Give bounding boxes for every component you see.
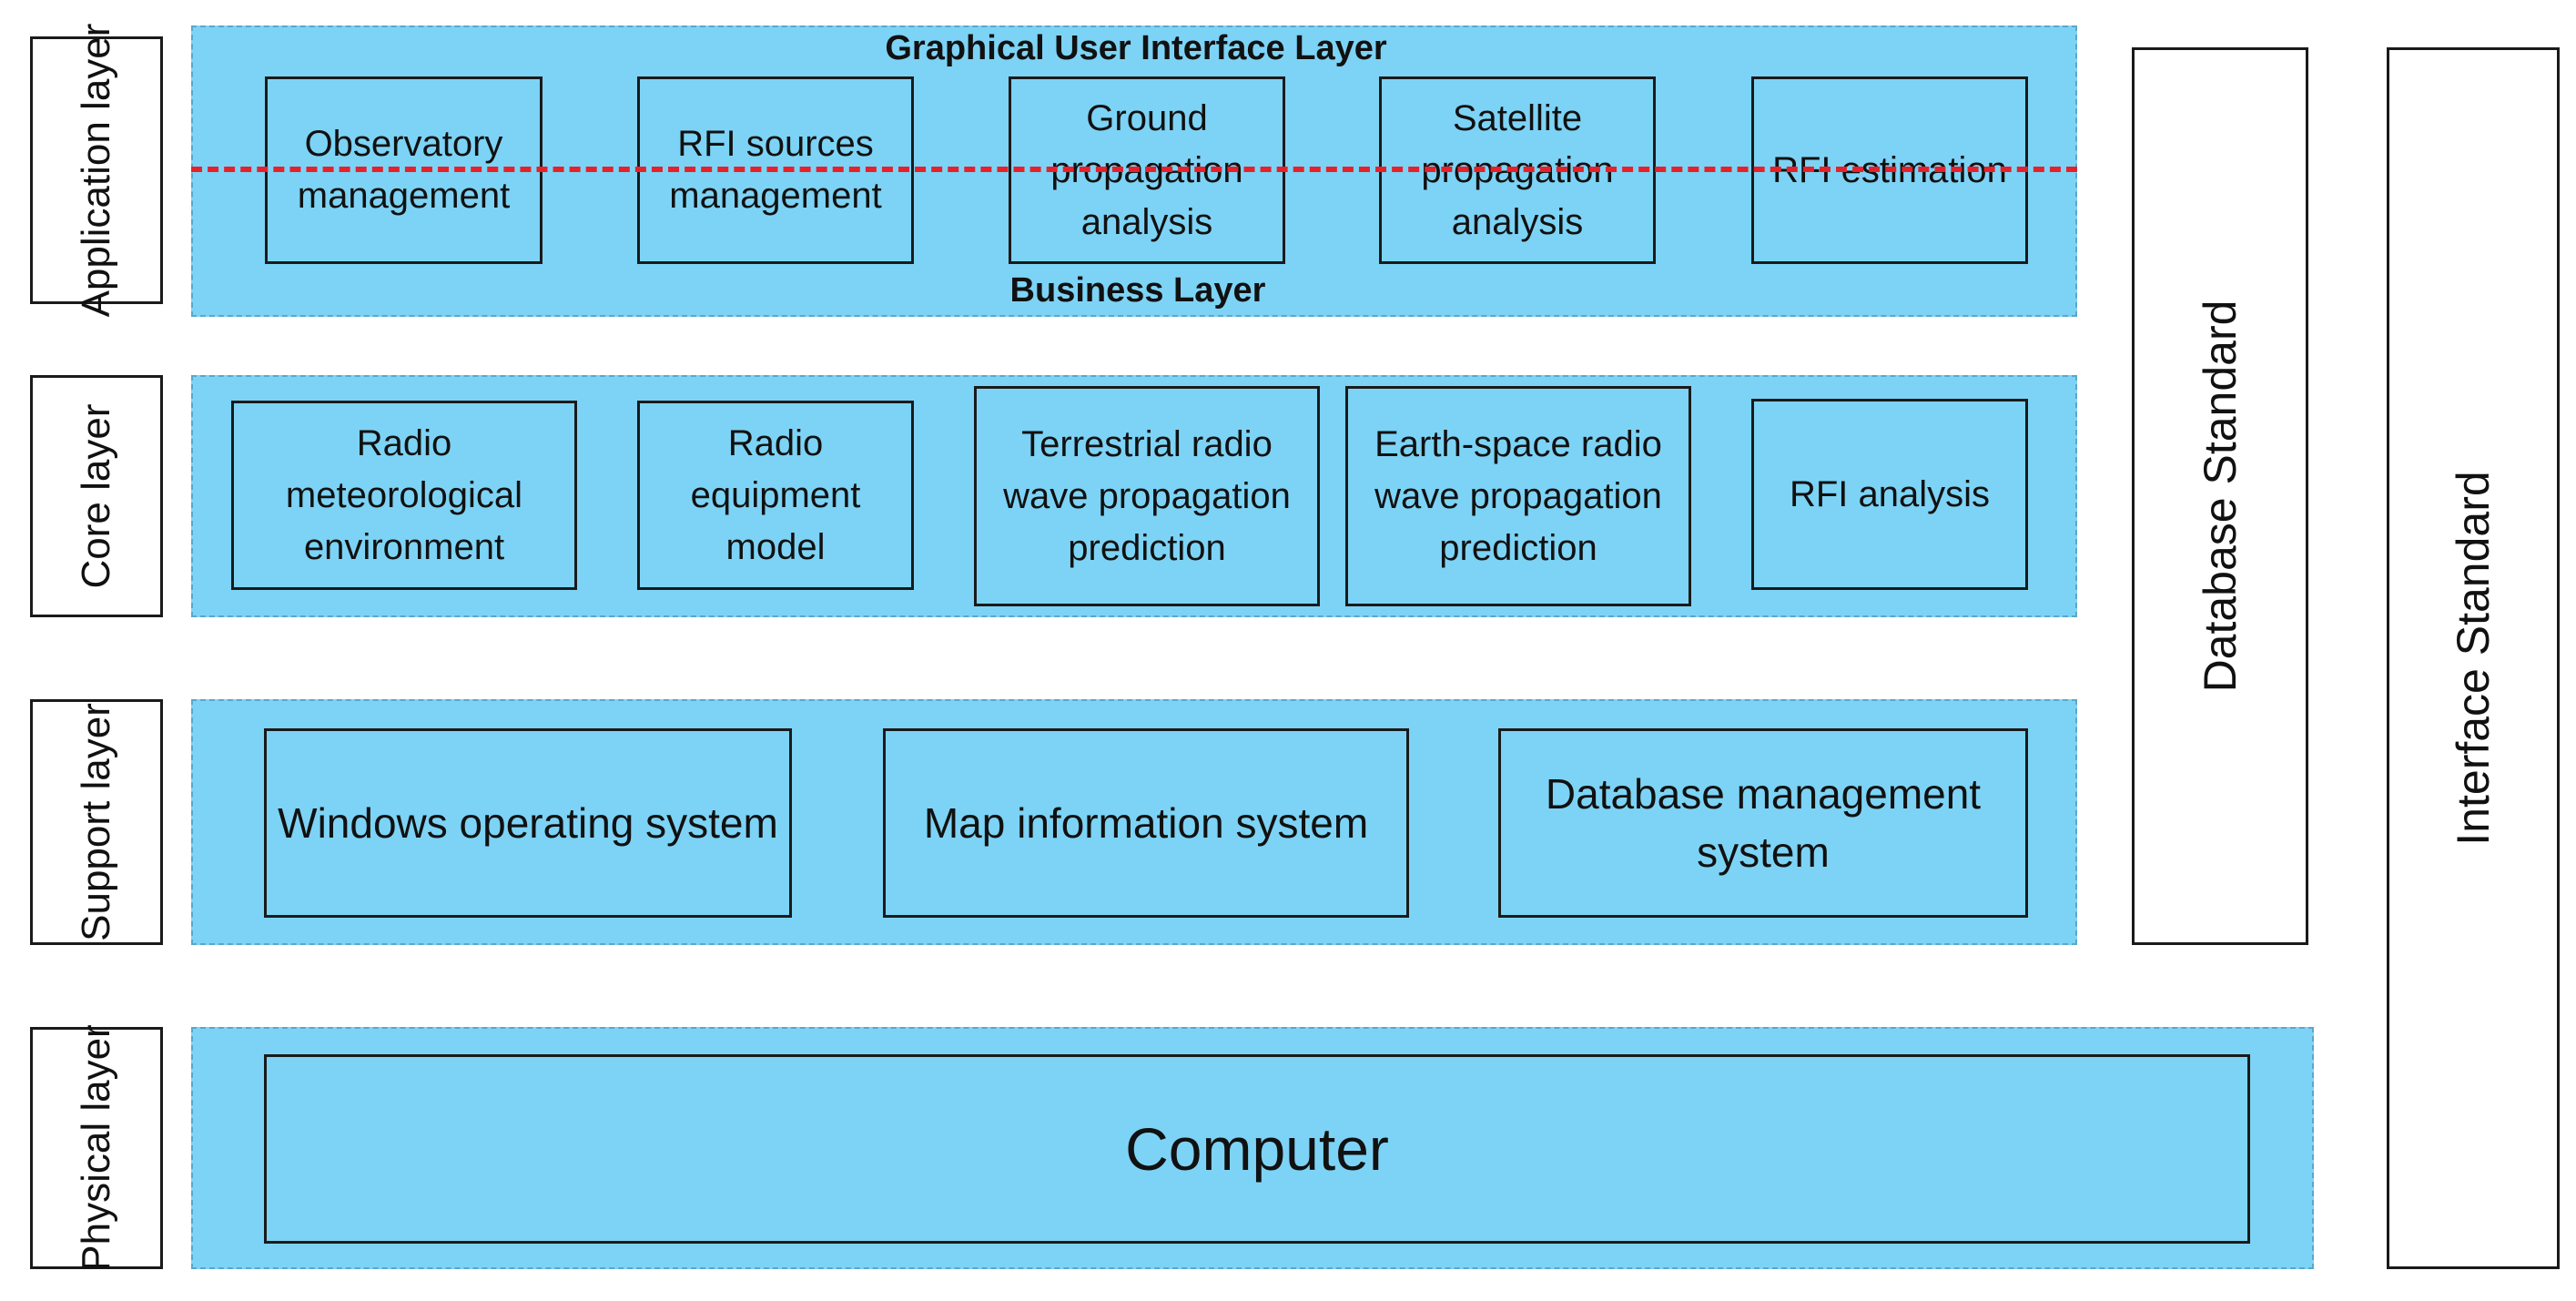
module-observatory-management: Observatory management (265, 76, 543, 264)
module-terrestrial-propagation-prediction: Terrestrial radio wave propagation predi… (974, 386, 1320, 606)
module-rfi-analysis: RFI analysis (1751, 399, 2028, 590)
interface-standard-text: Interface Standard (2448, 471, 2499, 846)
module-radio-meteorological-environment: Radio meteorological environment (231, 401, 577, 590)
gui-business-separator (191, 167, 2077, 172)
side-label-physical-text: Physical layer (74, 1024, 118, 1272)
module-radio-equipment-model: Radio equipment model (637, 401, 914, 590)
module-map-information-system: Map information system (883, 728, 1409, 918)
module-windows-operating-system: Windows operating system (264, 728, 792, 918)
module-earth-space-propagation-prediction: Earth-space radio wave propagation predi… (1345, 386, 1691, 606)
database-standard-panel: Database Standard (2132, 47, 2308, 945)
side-label-application-text: Application layer (74, 23, 118, 318)
module-computer: Computer (264, 1054, 2250, 1244)
business-layer-title: Business Layer (1009, 271, 1266, 310)
side-label-core: Core layer (30, 375, 163, 617)
module-database-management-system: Database management system (1498, 728, 2028, 918)
interface-standard-panel: Interface Standard (2387, 47, 2560, 1269)
side-label-core-text: Core layer (74, 403, 118, 589)
side-label-support: Support layer (30, 699, 163, 945)
database-standard-text: Database Standard (2195, 300, 2246, 693)
side-label-application: Application layer (30, 24, 163, 317)
side-label-physical: Physical layer (30, 1024, 163, 1272)
side-label-support-text: Support layer (74, 703, 118, 941)
gui-layer-title: Graphical User Interface Layer (885, 29, 1387, 67)
